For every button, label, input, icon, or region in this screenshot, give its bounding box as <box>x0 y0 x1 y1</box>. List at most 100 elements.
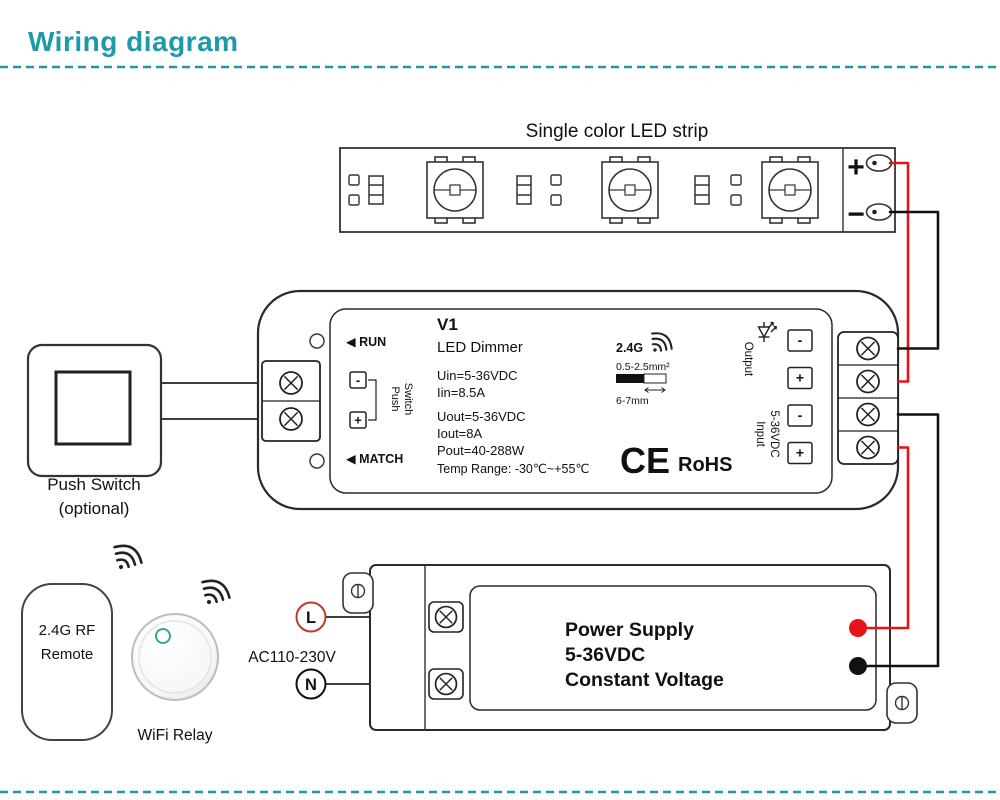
led-diode-icon <box>757 321 777 342</box>
rf-remote: 2.4G RF Remote <box>21 538 147 741</box>
psu-label-line3: Constant Voltage <box>565 669 724 691</box>
wire-red-input-plus <box>860 446 910 630</box>
strip-plus-terminal <box>865 154 893 172</box>
resistor <box>368 175 384 205</box>
push-input-minus-label: - <box>356 373 360 388</box>
screw-terminal-icon <box>856 336 880 361</box>
dimmer-iin: Iin=8.5A <box>437 385 485 400</box>
output-minus-box <box>787 329 813 352</box>
psu-label-line1: Power Supply <box>565 619 694 641</box>
push-input-vertical-label: Push <box>389 386 401 411</box>
remote-body <box>21 583 113 741</box>
screw-terminal-icon <box>856 435 880 460</box>
psu-negative-dot <box>849 657 867 675</box>
strip-plus-terminal-dot <box>872 160 877 166</box>
arrow-right-icon <box>661 387 666 393</box>
wifi-icon <box>105 538 147 578</box>
push-input-bracket <box>368 379 377 421</box>
dimmer-uout: Uout=5-36VDC <box>437 409 526 424</box>
input-minus-label: - <box>798 407 803 423</box>
screw-terminal-icon <box>434 605 458 629</box>
push-switch-button <box>54 370 132 446</box>
ac-input: L N AC110-230V <box>248 601 429 700</box>
wire-black-output-minus <box>888 210 940 350</box>
strip-minus-label: − <box>847 198 865 231</box>
dimmer-pout: Pout=40-288W <box>437 443 525 458</box>
screw-terminal-icon <box>856 402 880 427</box>
arrow-left-icon <box>644 387 649 393</box>
dimmer-iout: Iout=8A <box>437 426 483 441</box>
push-input-plus-box <box>349 411 367 429</box>
push-switch: Push Switch (optional) <box>26 343 262 518</box>
psu-mounting-tab <box>342 572 374 614</box>
live-label: L <box>306 609 316 627</box>
output-plus-box <box>787 366 813 390</box>
relay-label: WiFi Relay <box>138 727 213 744</box>
input-voltage-label: 5-36VDC <box>768 410 780 457</box>
strip-plus-label: + <box>847 151 865 184</box>
neutral-label: N <box>305 676 317 694</box>
wire-gauge-bar-dark <box>616 374 644 383</box>
wifi-icon <box>193 573 235 613</box>
led-chip <box>601 156 659 224</box>
wiring <box>860 161 940 668</box>
led-strip: Single color LED strip + − <box>339 121 896 233</box>
push-switch-label: Push Switch <box>47 475 141 494</box>
output-plus-label: + <box>796 370 804 386</box>
rf-label: 2.4G <box>616 341 643 355</box>
psu-positive-dot <box>849 619 867 637</box>
dimmer-uin: Uin=5-36VDC <box>437 368 518 383</box>
strip-minus-terminal-dot <box>872 209 877 215</box>
rohs-mark: RoHS <box>678 454 732 476</box>
remote-label-line2: Remote <box>41 646 94 663</box>
ce-mark: CE <box>620 440 670 481</box>
run-indicator-label: ◀ RUN <box>346 335 386 349</box>
power-supply: Power Supply 5-36VDC Constant Voltage <box>342 564 918 731</box>
psu-face <box>469 585 877 711</box>
input-plus-label: + <box>796 445 804 461</box>
strip-length-label: 6-7mm <box>616 395 649 407</box>
led-chip <box>426 156 484 224</box>
wifi-relay: WiFi Relay <box>131 573 235 744</box>
output-label: Output <box>742 342 754 377</box>
led-chip <box>761 156 819 224</box>
wire-black-input-minus <box>860 413 940 668</box>
wire-gauge-label: 0.5-2.5mm² <box>616 361 670 373</box>
wire-red-output-plus <box>888 161 910 383</box>
push-input-vertical-label: Switch <box>402 383 414 415</box>
input-minus-box <box>787 404 813 427</box>
remote-label-line1: 2.4G RF <box>39 622 96 639</box>
live-terminal <box>295 601 327 633</box>
strip-minus-terminal <box>865 203 893 221</box>
output-minus-label: - <box>798 332 803 348</box>
screw-terminal-icon <box>434 672 458 696</box>
psu-label-line2: 5-36VDC <box>565 644 645 666</box>
wire-gauge-bar-light <box>643 373 667 384</box>
relay-dome-ring <box>138 620 212 694</box>
input-plus-box <box>787 441 813 465</box>
screw-terminal-icon <box>279 407 303 431</box>
relay-led-indicator <box>155 628 171 644</box>
match-indicator-label: ◀ MATCH <box>346 452 403 466</box>
dimmer-product-name: LED Dimmer <box>437 339 523 356</box>
led-strip-label: Single color LED strip <box>526 121 709 142</box>
push-input-plus-label: + <box>354 413 362 428</box>
input-label: Input <box>754 421 766 447</box>
resistor <box>516 175 532 205</box>
screw-terminal-icon <box>856 369 880 394</box>
psu-mounting-tab <box>886 682 918 724</box>
dimmer-model: V1 <box>437 315 458 334</box>
relay-dome <box>131 613 219 701</box>
screw-terminal-icon <box>279 371 303 395</box>
neutral-terminal <box>295 668 327 700</box>
led-dimmer: ◀ RUN ◀ MATCH - + Push Switch V1 LED Dim… <box>256 289 900 511</box>
dimmer-face <box>329 308 833 494</box>
push-switch-note: (optional) <box>59 499 130 518</box>
push-input-minus-box <box>349 371 367 389</box>
dimmer-temp-range: Temp Range: -30℃~+55℃ <box>437 462 589 476</box>
screw-hole-icon <box>309 453 325 469</box>
ac-voltage-label: AC110-230V <box>248 649 336 666</box>
page-title: Wiring diagram <box>28 26 239 57</box>
